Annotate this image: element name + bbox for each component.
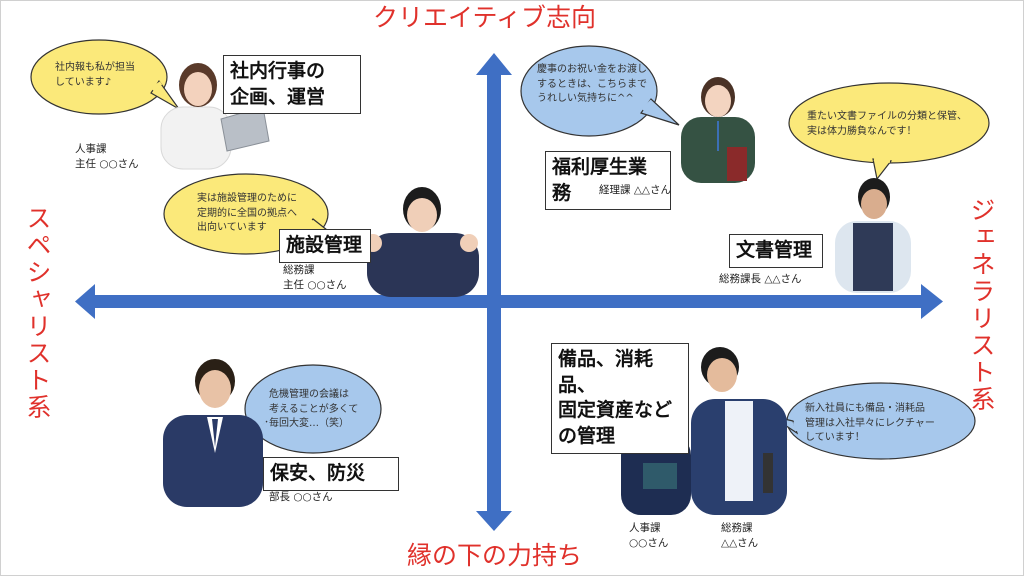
vertical-axis — [476, 53, 512, 531]
axis-label-right: ジェネラリスト系 — [967, 197, 996, 413]
person-facilities-illustration — [364, 187, 479, 297]
person-caption: 部長 ○○さん — [269, 491, 333, 503]
down-arrowhead — [476, 511, 512, 531]
up-arrowhead — [476, 53, 512, 75]
bubble-documents — [788, 82, 990, 181]
person-documents-illustration — [835, 178, 911, 293]
task-label-security: 保安、防災 — [263, 457, 399, 491]
person-caption: 総務課長 △△さん — [719, 273, 802, 285]
task-label-welfare: 福利厚生業務 — [545, 151, 671, 211]
task-label-events: 社内行事の 企画、運営 — [223, 55, 361, 115]
task-label-documents: 文書管理 — [729, 234, 823, 268]
speech-bubble-text: 慶事のお祝い金をお渡し するときは、こちらまで うれしい気持ちに^^ — [537, 64, 647, 104]
person-caption: 総務課 主任 ○○さん — [283, 264, 347, 291]
task-label-facilities: 施設管理 — [279, 229, 371, 263]
task-label-supplies: 備品、消耗品、 固定資産など の管理 — [551, 343, 689, 454]
bubble-events — [30, 39, 180, 115]
left-arrowhead — [75, 284, 95, 319]
person-caption: 人事課 主任 ○○さん — [75, 143, 139, 170]
speech-bubble-text: 重たい文書ファイルの分類と保管、 実は体力勝負なんです！ — [807, 111, 967, 137]
bubble-welfare — [520, 45, 680, 137]
right-arrowhead — [921, 284, 943, 319]
person-caption: 総務課 △△さん — [721, 522, 759, 549]
axis-label-top: クリエイティブ志向 — [373, 3, 597, 32]
bubble-shapes — [30, 39, 990, 460]
axis-label-left: スペシャリスト系 — [23, 205, 52, 421]
person-caption: 経理課 △△さん — [599, 184, 671, 196]
person-events-illustration — [160, 63, 270, 170]
person-caption: 人事課 ○○さん — [629, 522, 669, 549]
speech-bubble-text: 実は施設管理のために 定期的に全国の拠点へ 出向いています — [197, 193, 297, 233]
person-welfare-illustration — [681, 77, 755, 183]
speech-bubble-text: 社内報も私が担当 しています♪ — [55, 62, 135, 88]
horizontal-axis — [75, 284, 943, 319]
speech-bubble-text: 新入社員にも備品・消耗品 管理は入社早々にレクチャー しています！ — [805, 403, 935, 443]
person-security-illustration — [163, 359, 263, 507]
person-supplies-right-illustration — [691, 347, 787, 515]
axis-label-bottom: 縁の下の力持ち — [407, 541, 583, 570]
speech-bubble-text: 危機管理の会議は 考えることが多くて 毎回大変…（笑） — [269, 389, 359, 429]
